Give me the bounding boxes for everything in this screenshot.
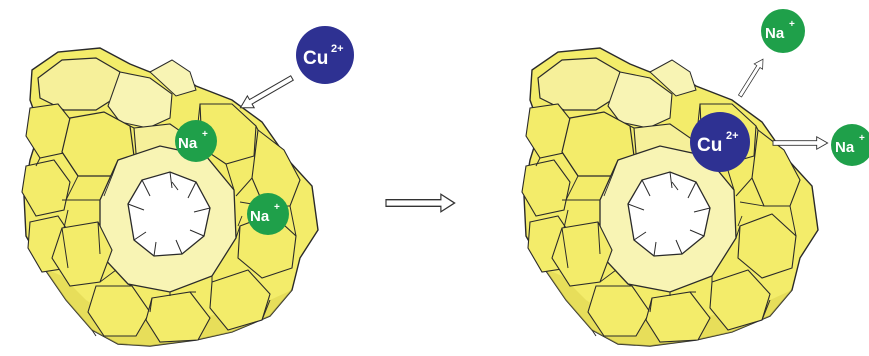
cu-symbol: Cu [697, 135, 722, 156]
na-charge: + [202, 129, 208, 140]
na-symbol: Na [835, 139, 855, 156]
panel-before: Cu 2+ Na + Na + [21, 26, 354, 347]
cu-charge: 2+ [331, 43, 344, 55]
na-charge: + [789, 19, 795, 30]
zeolite-framework-after [521, 47, 819, 347]
release-arrow-up-icon [735, 56, 768, 100]
na-charge: + [859, 133, 865, 144]
cu-symbol: Cu [303, 48, 328, 69]
reaction-arrow-icon [385, 193, 456, 213]
na-ion-before-1: Na + [175, 120, 217, 162]
na-ion-before-2: Na + [247, 193, 289, 235]
panel-after: Cu 2+ Na + Na + [521, 9, 869, 347]
na-symbol: Na [250, 208, 270, 225]
na-symbol: Na [178, 135, 198, 152]
cu-ion-after: Cu 2+ [690, 112, 750, 172]
na-ion-released-1: Na + [761, 9, 805, 53]
entry-arrow-icon [236, 71, 296, 115]
na-symbol: Na [765, 25, 785, 42]
cu-ion-before: Cu 2+ [296, 26, 354, 84]
na-charge: + [274, 202, 280, 213]
cu-charge: 2+ [726, 130, 739, 142]
na-ion-released-2: Na + [831, 124, 869, 166]
